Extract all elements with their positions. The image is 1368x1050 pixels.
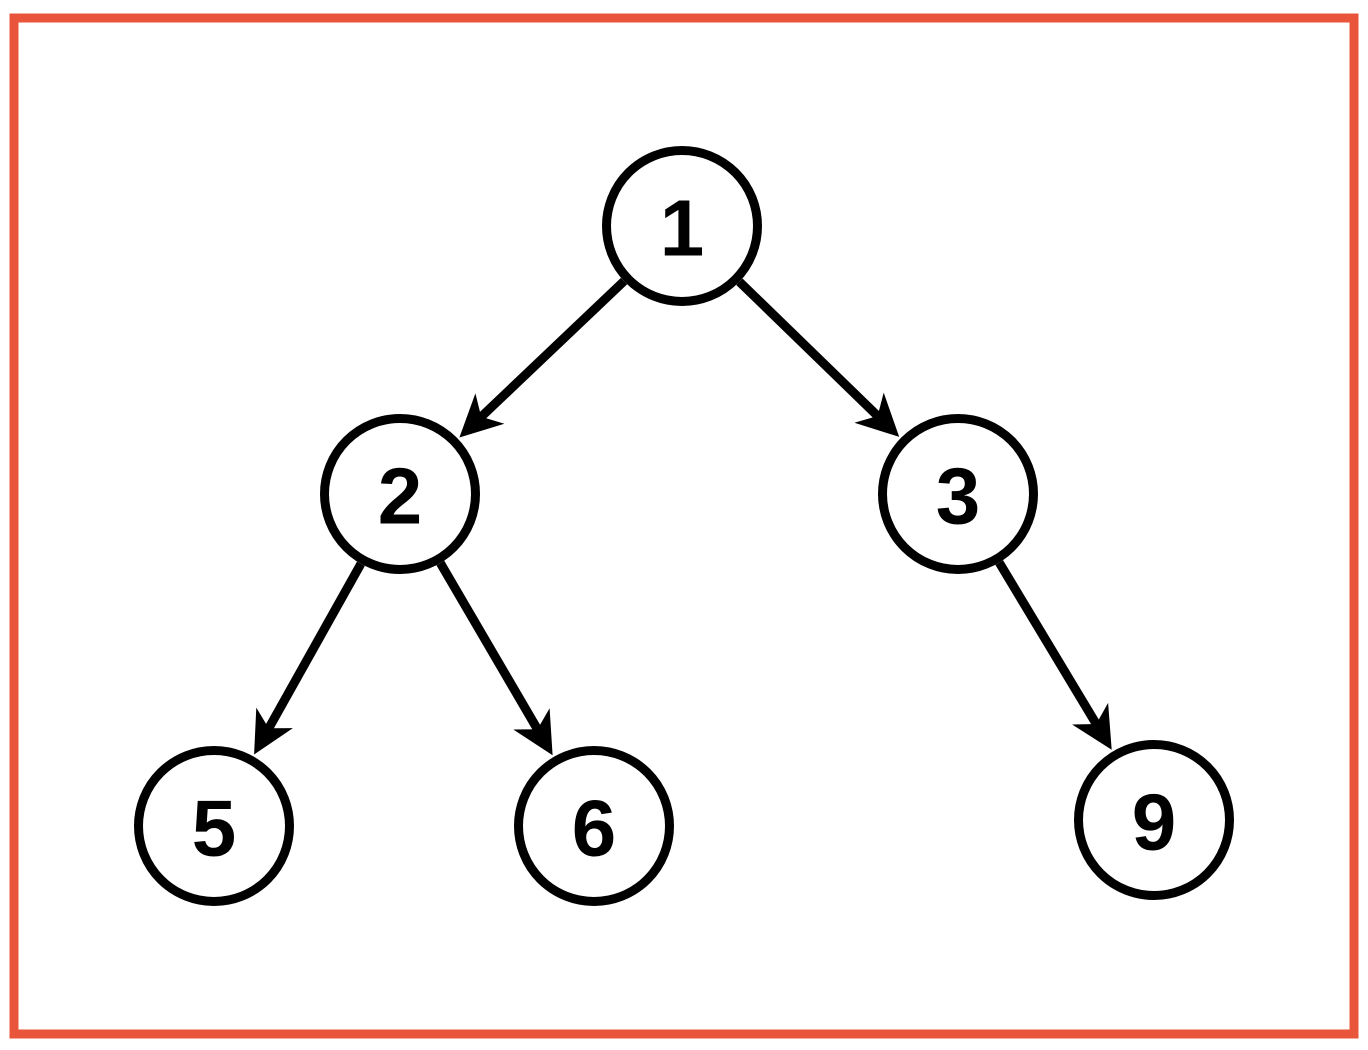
node-circle — [320, 414, 480, 574]
edge-n1-n3 — [736, 278, 900, 437]
tree-node-2: 2 — [320, 414, 480, 574]
edge-line — [436, 560, 542, 732]
arrowhead-icon — [1072, 702, 1112, 750]
arrowhead-icon — [254, 707, 293, 755]
edge-line — [736, 278, 881, 420]
arrowhead-icon — [854, 392, 900, 437]
diagram-frame — [9, 13, 1359, 1039]
arrowhead-icon — [459, 393, 505, 438]
edge-n1-n2 — [459, 277, 628, 438]
edges-layer — [254, 277, 1112, 756]
node-circle — [1074, 740, 1234, 900]
nodes-layer: 1 2 3 5 6 9 — [134, 146, 1234, 906]
edge-n3-n9 — [995, 560, 1112, 750]
edge-line — [478, 277, 628, 421]
node-circle — [878, 414, 1038, 574]
edge-line — [995, 560, 1101, 727]
node-label: 5 — [192, 784, 237, 873]
tree-node-3: 3 — [878, 414, 1038, 574]
tree-node-6: 6 — [514, 746, 674, 906]
node-circle — [514, 746, 674, 906]
node-label: 6 — [572, 784, 617, 873]
tree-node-5: 5 — [134, 746, 294, 906]
tree-node-9: 9 — [1074, 740, 1234, 900]
node-circle — [602, 146, 762, 306]
edge-n2-n6 — [436, 560, 553, 756]
node-label: 9 — [1132, 778, 1177, 867]
node-label: 1 — [660, 184, 705, 273]
node-label: 2 — [378, 452, 423, 541]
edge-n2-n5 — [254, 561, 365, 755]
arrowhead-icon — [513, 708, 553, 756]
tree-node-1: 1 — [602, 146, 762, 306]
node-label: 3 — [936, 452, 981, 541]
edge-line — [264, 561, 365, 731]
node-circle — [134, 746, 294, 906]
